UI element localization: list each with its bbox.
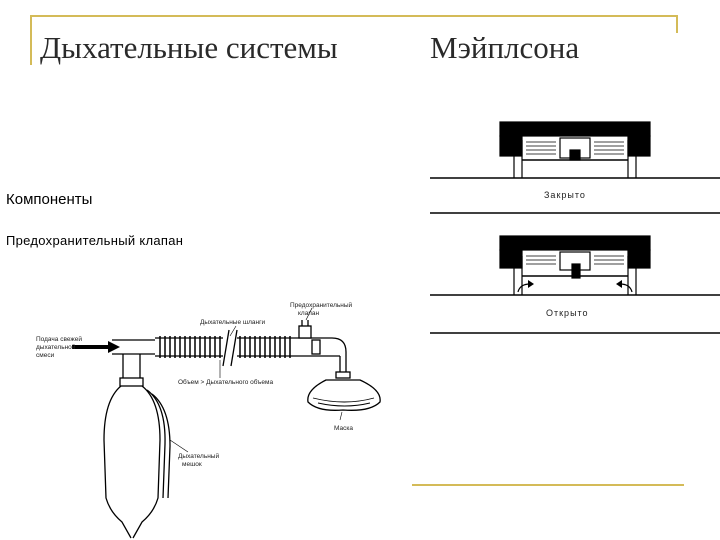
- label-fresh-gas-line3: смеси: [36, 352, 55, 359]
- frame-bottom-line: [412, 484, 684, 486]
- frame-right-line: [676, 15, 678, 33]
- label-bag-line2: мешок: [182, 461, 202, 468]
- valve-open-label: Открыто: [546, 308, 589, 318]
- frame-left-line: [30, 15, 32, 65]
- valve-closed-drawing: [430, 121, 720, 214]
- frame-top-line: [30, 15, 678, 17]
- label-volume: Объем > Дыхательного объема: [178, 378, 273, 386]
- fresh-gas-arrow: [72, 341, 120, 353]
- leader-lines: [169, 307, 343, 453]
- label-mask: Маска: [334, 425, 353, 432]
- valve-closed-label: Закрыто: [544, 190, 586, 200]
- label-bag-line1: Дыхательный: [178, 452, 219, 460]
- page-title-right: Мэйплсона: [430, 30, 580, 65]
- section-heading: Компоненты: [6, 191, 93, 208]
- breathing-tube: [155, 329, 296, 367]
- section-subheading: Предохранительный клапан: [6, 233, 184, 248]
- face-mask: [307, 371, 381, 411]
- label-valve-line2: клапан: [298, 310, 319, 317]
- reservoir-bag: [103, 385, 171, 539]
- page-title-left: Дыхательные системы: [40, 30, 338, 65]
- t-piece: [112, 339, 155, 387]
- valve-open-drawing: [430, 235, 720, 334]
- mapleson-circuit-diagram: [72, 307, 381, 539]
- label-breathing-tubes: Дыхательные шланги: [200, 319, 265, 326]
- label-valve-line1: Предохранительный: [290, 301, 353, 309]
- label-fresh-gas-line1: Подача свежей: [36, 335, 82, 343]
- relief-valve: [296, 320, 347, 372]
- label-fresh-gas-line2: дыхательной: [36, 343, 76, 351]
